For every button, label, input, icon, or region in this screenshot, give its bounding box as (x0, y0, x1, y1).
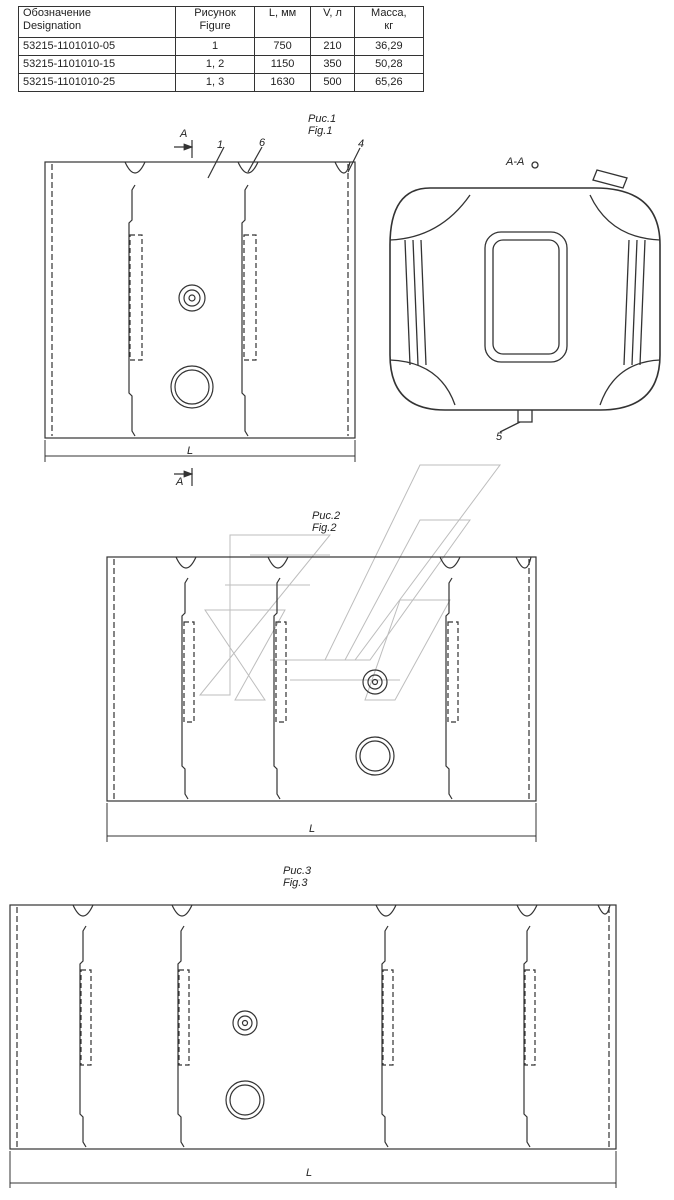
header-volume: V, л (310, 6, 355, 38)
watermark-logo (198, 464, 501, 701)
cell-length: 750 (253, 37, 312, 56)
fig1-front-view (44, 161, 356, 439)
cell-volume: 210 (310, 37, 355, 56)
fig1-section-markers (174, 140, 361, 486)
fig1-caption: Рис.1 Fig.1 (308, 113, 337, 137)
cell-designation: 53215-1101010-25 (17, 73, 177, 92)
fig1-section-view (389, 161, 661, 433)
cell-length: 1150 (253, 55, 312, 74)
callout-1: 1 (217, 139, 224, 151)
fig3-dimension-line (9, 1151, 617, 1188)
fig3-dimension-label: L (306, 1167, 313, 1179)
cell-mass: 50,28 (353, 55, 425, 74)
fig2-caption: Рис.2 Fig.2 (312, 510, 341, 534)
table-header-row: Обозначение Designation Рисунок Figure L… (17, 6, 425, 38)
cell-mass: 65,26 (353, 73, 425, 92)
header-designation: Обозначение Designation (17, 6, 177, 38)
callout-5: 5 (496, 431, 503, 443)
table-row: 53215-1101010-25 1, 3 1630 500 65,26 (17, 73, 425, 92)
fig2-front-view (106, 556, 537, 802)
fig3-front-view (9, 904, 617, 1150)
header-mass: Масса, кг (353, 6, 425, 38)
cell-volume: 350 (310, 55, 355, 74)
header-length: L, мм (253, 6, 312, 38)
callout-6: 6 (259, 137, 266, 149)
table-row: 53215-1101010-15 1, 2 1150 350 50,28 (17, 55, 425, 74)
section-mark-bottom: A (176, 476, 184, 488)
fig2-dimension-line (106, 803, 537, 842)
specification-table: Обозначение Designation Рисунок Figure L… (17, 6, 425, 92)
cell-volume: 500 (310, 73, 355, 92)
table-row: 53215-1101010-05 1 750 210 36,29 (17, 37, 425, 56)
cell-designation: 53215-1101010-15 (17, 55, 177, 74)
section-view-label: A-A (506, 156, 525, 168)
section-mark-top: A (180, 128, 188, 140)
fig3-caption: Рис.3 Fig.3 (283, 865, 312, 889)
cell-figure: 1, 3 (175, 73, 255, 92)
fig1-dimension-line (44, 440, 356, 462)
callout-4: 4 (358, 138, 365, 150)
header-figure: Рисунок Figure (175, 6, 255, 38)
cell-designation: 53215-1101010-05 (17, 37, 177, 56)
fig1-dimension-label: L (187, 445, 194, 457)
fig2-dimension-label: L (309, 823, 316, 835)
